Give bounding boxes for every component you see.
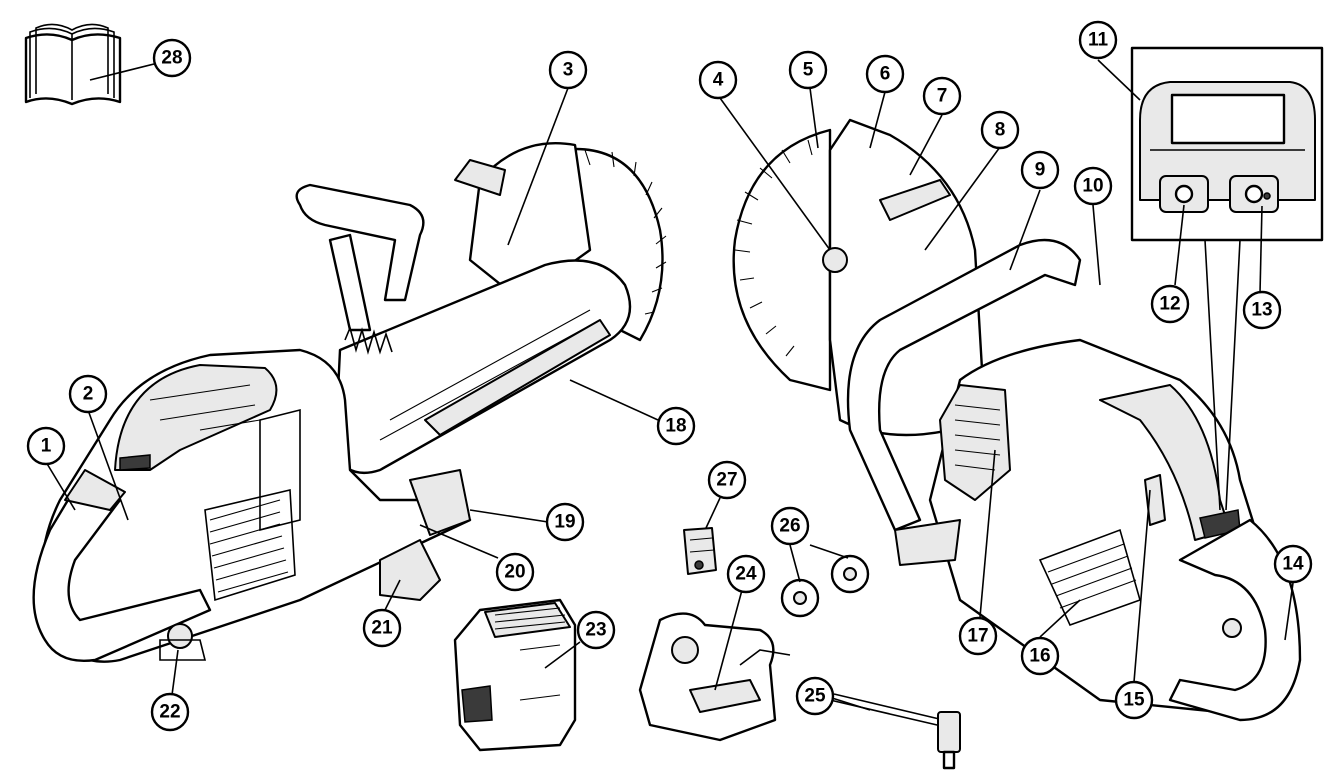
callout-16: 16 [1020,636,1060,676]
callout-circle [770,506,810,546]
callout-19: 19 [545,502,585,542]
callout-number: 21 [371,618,393,639]
callout-number: 2 [83,384,94,405]
callout-4: 4 [698,60,738,100]
callout-circle [726,554,766,594]
spanner-tool [829,693,961,770]
blade-adapter [683,527,717,575]
flange-washers [780,554,870,618]
callout-circle [68,374,108,414]
callout-number: 25 [804,686,826,707]
callout-number: 12 [1159,294,1180,315]
callout-number: 13 [1251,300,1272,321]
callout-number: 18 [665,416,686,437]
control-panel-inset [1130,46,1324,242]
leader-lines [45,59,1294,711]
callout-28: 28 [152,38,192,78]
callout-number: 19 [554,512,575,533]
callout-circle [1242,290,1282,330]
callout-circle [1020,150,1060,190]
callout-circle [788,50,828,90]
callout-circle [26,426,66,466]
callout-number: 26 [779,516,800,537]
callout-7: 7 [922,76,962,116]
callout-circle [1114,680,1154,720]
callout-9: 9 [1020,150,1060,190]
open-book-icon [24,23,122,106]
callout-number: 14 [1282,554,1304,575]
callout-circle [1020,636,1060,676]
callout-26: 26 [770,506,810,546]
callout-number: 8 [995,120,1006,141]
cutoff-saw-left-view [32,141,667,663]
callout-number: 1 [41,436,52,457]
vent-grille-right [1038,528,1141,626]
callout-number: 10 [1082,176,1103,197]
callout-2: 2 [68,374,108,414]
callout-17: 17 [958,616,998,656]
callout-number: 4 [713,70,724,91]
callout-circle [795,676,835,716]
callout-number: 7 [937,86,948,107]
callout-1: 1 [26,426,66,466]
battery-pack [453,598,577,752]
callout-circle [1078,20,1118,60]
callout-circle [150,692,190,732]
callout-15: 15 [1114,680,1154,720]
callout-circle [865,54,905,94]
callout-circle [958,616,998,656]
callout-14: 14 [1273,544,1313,584]
callout-number: 20 [504,562,525,583]
callout-number: 17 [967,626,988,647]
callout-25: 25 [795,676,835,716]
callout-6: 6 [865,54,905,94]
callout-number: 15 [1123,690,1145,711]
callout-27: 27 [707,460,747,500]
callout-circle [495,552,535,592]
callout-number: 3 [563,60,574,81]
callout-18: 18 [656,406,696,446]
callout-number: 22 [159,702,180,723]
callout-24: 24 [726,554,766,594]
battery-charger [638,612,791,742]
callout-circle [545,502,585,542]
callout-circle [656,406,696,446]
callout-5: 5 [788,50,828,90]
callout-8: 8 [980,110,1020,150]
callout-circle [1150,284,1190,324]
callout-11: 11 [1078,20,1118,60]
callout-12: 12 [1150,284,1190,324]
callout-circle [576,610,616,650]
callout-circle [698,60,738,100]
callout-circle [980,110,1020,150]
callout-circle [1073,166,1113,206]
callout-3: 3 [548,50,588,90]
callout-number: 5 [803,60,814,81]
callout-circle [152,38,192,78]
callout-20: 20 [495,552,535,592]
callout-circle [1273,544,1313,584]
callout-number: 27 [716,470,737,491]
cutoff-saw-right-view [732,118,1302,722]
callout-23: 23 [576,610,616,650]
callout-number: 9 [1035,160,1046,181]
callout-number: 11 [1088,30,1109,51]
callout-22: 22 [150,692,190,732]
callout-number: 24 [735,564,757,585]
callout-circle [922,76,962,116]
vent-grille [204,489,296,602]
callout-circle [362,608,402,648]
callout-number: 16 [1029,646,1050,667]
callout-21: 21 [362,608,402,648]
callout-circle [707,460,747,500]
callout-13: 13 [1242,290,1282,330]
callout-number: 28 [161,48,182,69]
callout-circle [548,50,588,90]
callout-number: 23 [585,620,606,641]
callout-number: 6 [880,64,891,85]
callout-10: 10 [1073,166,1113,206]
